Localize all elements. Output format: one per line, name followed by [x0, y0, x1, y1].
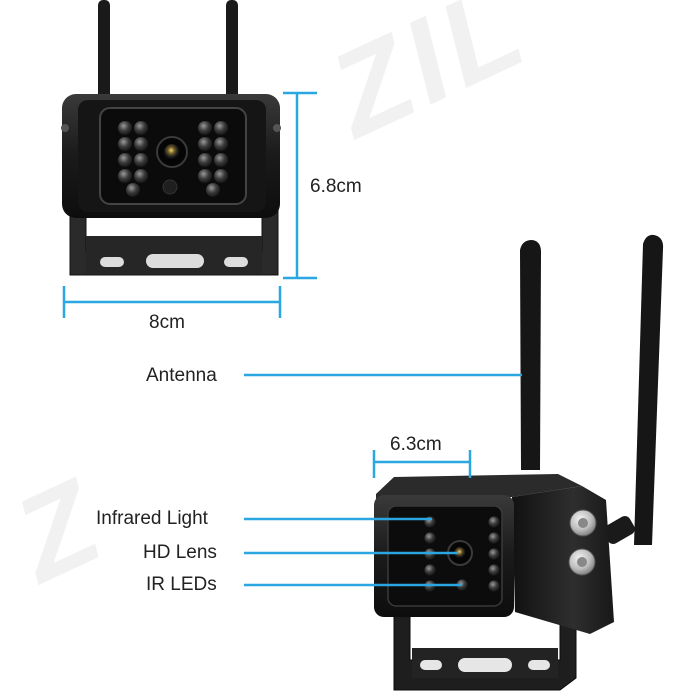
height-dimension-line — [283, 91, 317, 280]
ir-leds-callout-label: IR LEDs — [146, 574, 217, 595]
depth-measurement-label: 6.3cm — [390, 434, 442, 455]
height-measurement-label: 6.8cm — [310, 176, 362, 197]
angled-view-camera — [374, 234, 664, 691]
width-dimension-line — [62, 286, 282, 318]
front-ir-leds-right — [198, 121, 228, 197]
angled-antenna-left — [520, 240, 541, 470]
angled-housing-top — [376, 474, 582, 500]
antenna-callout-label: Antenna — [146, 365, 217, 386]
depth-dimension-line — [372, 450, 472, 478]
hd-lens-callout-label: HD Lens — [143, 542, 217, 563]
infrared-light-callout-label: Infrared Light — [96, 508, 208, 529]
width-measurement-label: 8cm — [149, 312, 185, 333]
front-antenna-right — [226, 0, 238, 100]
callout-lines — [244, 373, 522, 587]
front-view-camera — [61, 0, 281, 276]
side-bolts — [568, 509, 597, 576]
angled-housing-side — [512, 486, 614, 634]
front-ir-leds-left — [118, 121, 148, 197]
angled-ir-leds — [424, 516, 500, 592]
front-antenna-left — [98, 0, 110, 100]
angled-antenna-right — [634, 234, 664, 545]
